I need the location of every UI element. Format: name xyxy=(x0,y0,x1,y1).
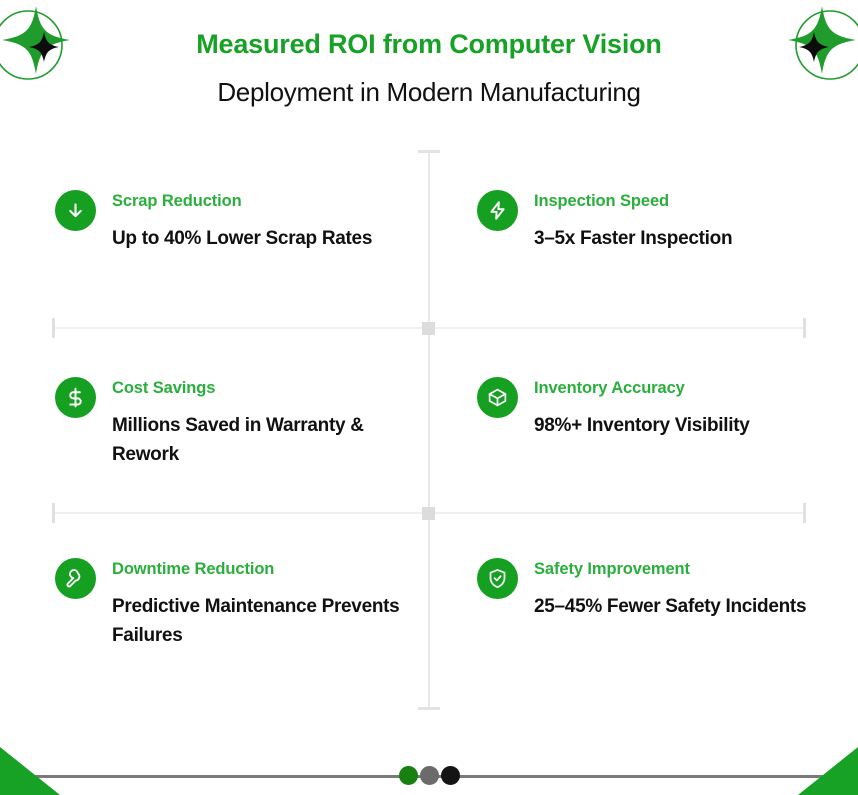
wrench-icon xyxy=(55,558,96,599)
metric-cell-inspection-speed: Inspection Speed 3–5x Faster Inspection xyxy=(477,190,847,253)
metric-value: 3–5x Faster Inspection xyxy=(534,227,733,249)
metric-cell-cost-savings: Cost Savings Millions Saved in Warranty … xyxy=(55,377,415,470)
metric-cell-scrap-reduction: Scrap Reduction Up to 40% Lower Scrap Ra… xyxy=(55,190,415,253)
metric-value: Predictive Maintenance Prevents Failures xyxy=(112,595,400,647)
metric-text: Inventory Accuracy 98%+ Inventory Visibi… xyxy=(534,377,750,440)
lightning-bolt-icon xyxy=(477,190,518,231)
pagination-dot[interactable] xyxy=(419,766,439,785)
triangle-decoration-bottom-right xyxy=(798,747,858,795)
metric-cell-downtime-reduction: Downtime Reduction Predictive Maintenanc… xyxy=(55,558,415,651)
poster-header: Measured ROI from Computer Vision Deploy… xyxy=(0,28,858,108)
arrow-down-icon xyxy=(55,190,96,231)
metric-value: 98%+ Inventory Visibility xyxy=(534,414,750,436)
metric-label: Inventory Accuracy xyxy=(534,379,685,397)
metric-text: Inspection Speed 3–5x Faster Inspection xyxy=(534,190,733,253)
metric-text: Cost Savings Millions Saved in Warranty … xyxy=(112,377,415,470)
dollar-sign-icon xyxy=(55,377,96,418)
metric-value: 25–45% Fewer Safety Incidents xyxy=(534,595,807,617)
pagination-dot[interactable] xyxy=(440,766,460,785)
triangle-decoration-bottom-left xyxy=(0,747,60,795)
metric-value: Up to 40% Lower Scrap Rates xyxy=(112,227,373,249)
metric-cell-inventory-accuracy: Inventory Accuracy 98%+ Inventory Visibi… xyxy=(477,377,847,440)
metric-label: Safety Improvement xyxy=(534,560,690,578)
pagination-dots[interactable] xyxy=(0,766,858,785)
metric-label: Cost Savings xyxy=(112,379,216,397)
pagination-dot-active[interactable] xyxy=(398,766,418,785)
metric-text: Downtime Reduction Predictive Maintenanc… xyxy=(112,558,415,651)
metric-cell-safety-improvement: Safety Improvement 25–45% Fewer Safety I… xyxy=(477,558,847,621)
page-subtitle: Deployment in Modern Manufacturing xyxy=(217,76,641,107)
metric-label: Downtime Reduction xyxy=(112,560,275,578)
shield-check-icon xyxy=(477,558,518,599)
package-box-icon xyxy=(477,377,518,418)
metric-value: Millions Saved in Warranty & Rework xyxy=(112,414,364,466)
metric-text: Scrap Reduction Up to 40% Lower Scrap Ra… xyxy=(112,190,372,253)
metric-label: Scrap Reduction xyxy=(112,192,242,210)
page-title: Measured ROI from Computer Vision xyxy=(196,29,662,59)
metric-text: Safety Improvement 25–45% Fewer Safety I… xyxy=(534,558,807,621)
metric-label: Inspection Speed xyxy=(534,192,670,210)
